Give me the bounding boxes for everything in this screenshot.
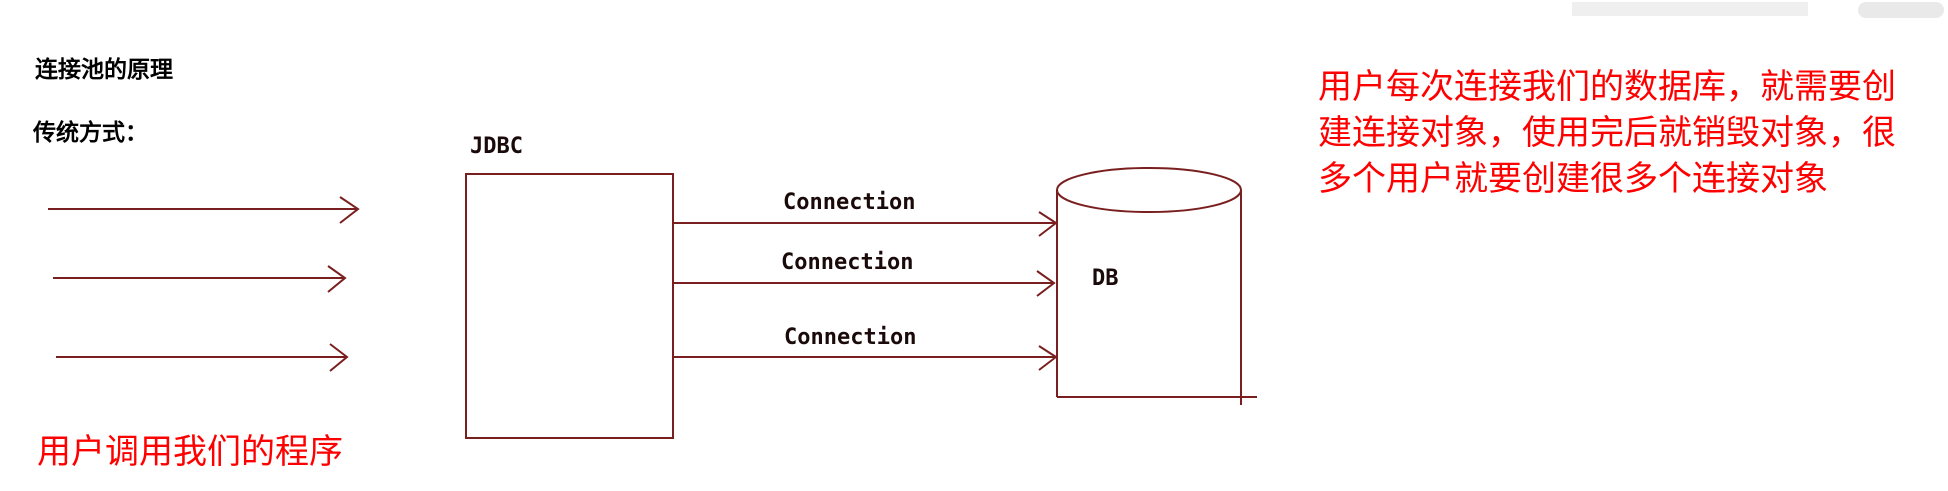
note-line: 用户每次连接我们的数据库，就需要创 [1318,67,1896,107]
connection-arrow-1 [674,211,1058,237]
user-arrow-2 [53,265,347,293]
jdbc-box [465,173,674,439]
explanation-note: 用户每次连接我们的数据库，就需要创 建连接对象，使用完后就销毁对象，很 多个用户… [1318,64,1896,202]
note-line: 建连接对象，使用完后就销毁对象，很 [1318,113,1896,153]
note-line: 多个用户就要创建很多个连接对象 [1318,159,1828,199]
connection-label: Connection [784,325,917,350]
db-label: DB [1092,266,1119,291]
user-caption: 用户调用我们的程序 [37,432,343,472]
watermark [1568,0,1948,22]
jdbc-label: JDBC [470,134,523,159]
db-cylinder [1056,167,1257,405]
user-arrow-1 [48,196,360,224]
section-subtitle: 传统方式： [33,119,148,146]
connection-label: Connection [781,250,914,275]
connection-label: Connection [783,190,916,215]
page-title: 连接池的原理 [35,56,173,83]
connection-arrow-2 [674,270,1056,297]
user-arrow-3 [56,343,349,372]
